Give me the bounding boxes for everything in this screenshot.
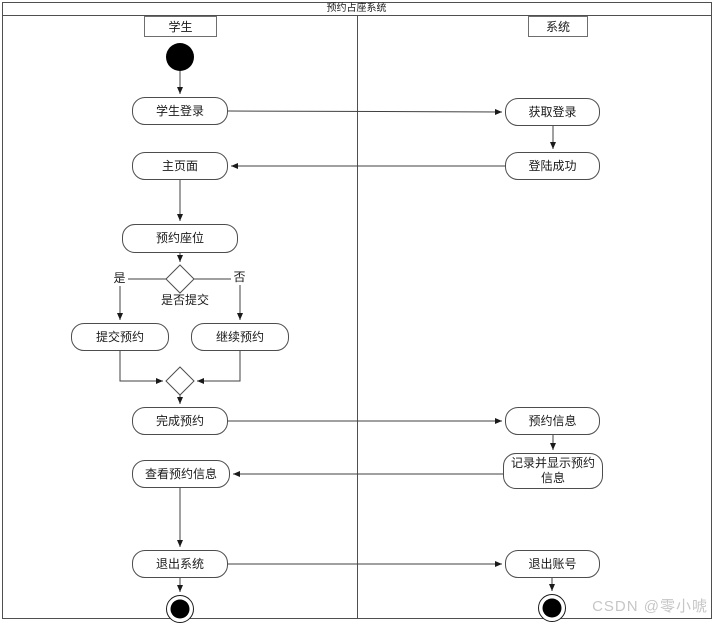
action-reserve-seat: 预约座位 (122, 224, 238, 253)
diagram-title: 预约占座系统 (326, 3, 387, 14)
connectors (117, 71, 556, 592)
final-node-system (538, 594, 566, 622)
initial-node (166, 43, 194, 71)
action-view-reservation-info: 查看预约信息 (132, 460, 230, 488)
decision-diamond (165, 264, 195, 294)
guard-label-yes: 是 (111, 271, 128, 286)
action-reservation-info: 预约信息 (505, 407, 600, 435)
action-record-display-info: 记录并显示预约信息 (503, 453, 603, 489)
lane-header-system: 系统 (528, 16, 588, 37)
action-exit-account: 退出账号 (505, 550, 600, 578)
action-get-login: 获取登录 (505, 98, 600, 126)
action-login-success: 登陆成功 (505, 152, 600, 180)
action-main-page: 主页面 (132, 152, 228, 180)
edge-submit-to-merge (119, 351, 163, 384)
guard-label-no: 否 (231, 270, 248, 285)
action-student-login: 学生登录 (132, 97, 228, 125)
decision-question-label: 是否提交 (160, 293, 209, 307)
action-continue-reservation: 继续预约 (191, 323, 289, 351)
final-node-student (166, 595, 194, 623)
action-complete-reservation: 完成预约 (132, 407, 228, 435)
action-exit-system: 退出系统 (132, 550, 228, 578)
lane-header-student: 学生 (144, 16, 217, 37)
merge-diamond (165, 366, 195, 396)
edge-student-login-to-get-login (227, 108, 503, 115)
edge-continue-to-merge (197, 351, 241, 384)
action-submit-reservation: 提交预约 (71, 323, 169, 351)
watermark: CSDN @零小唬 (592, 598, 708, 615)
